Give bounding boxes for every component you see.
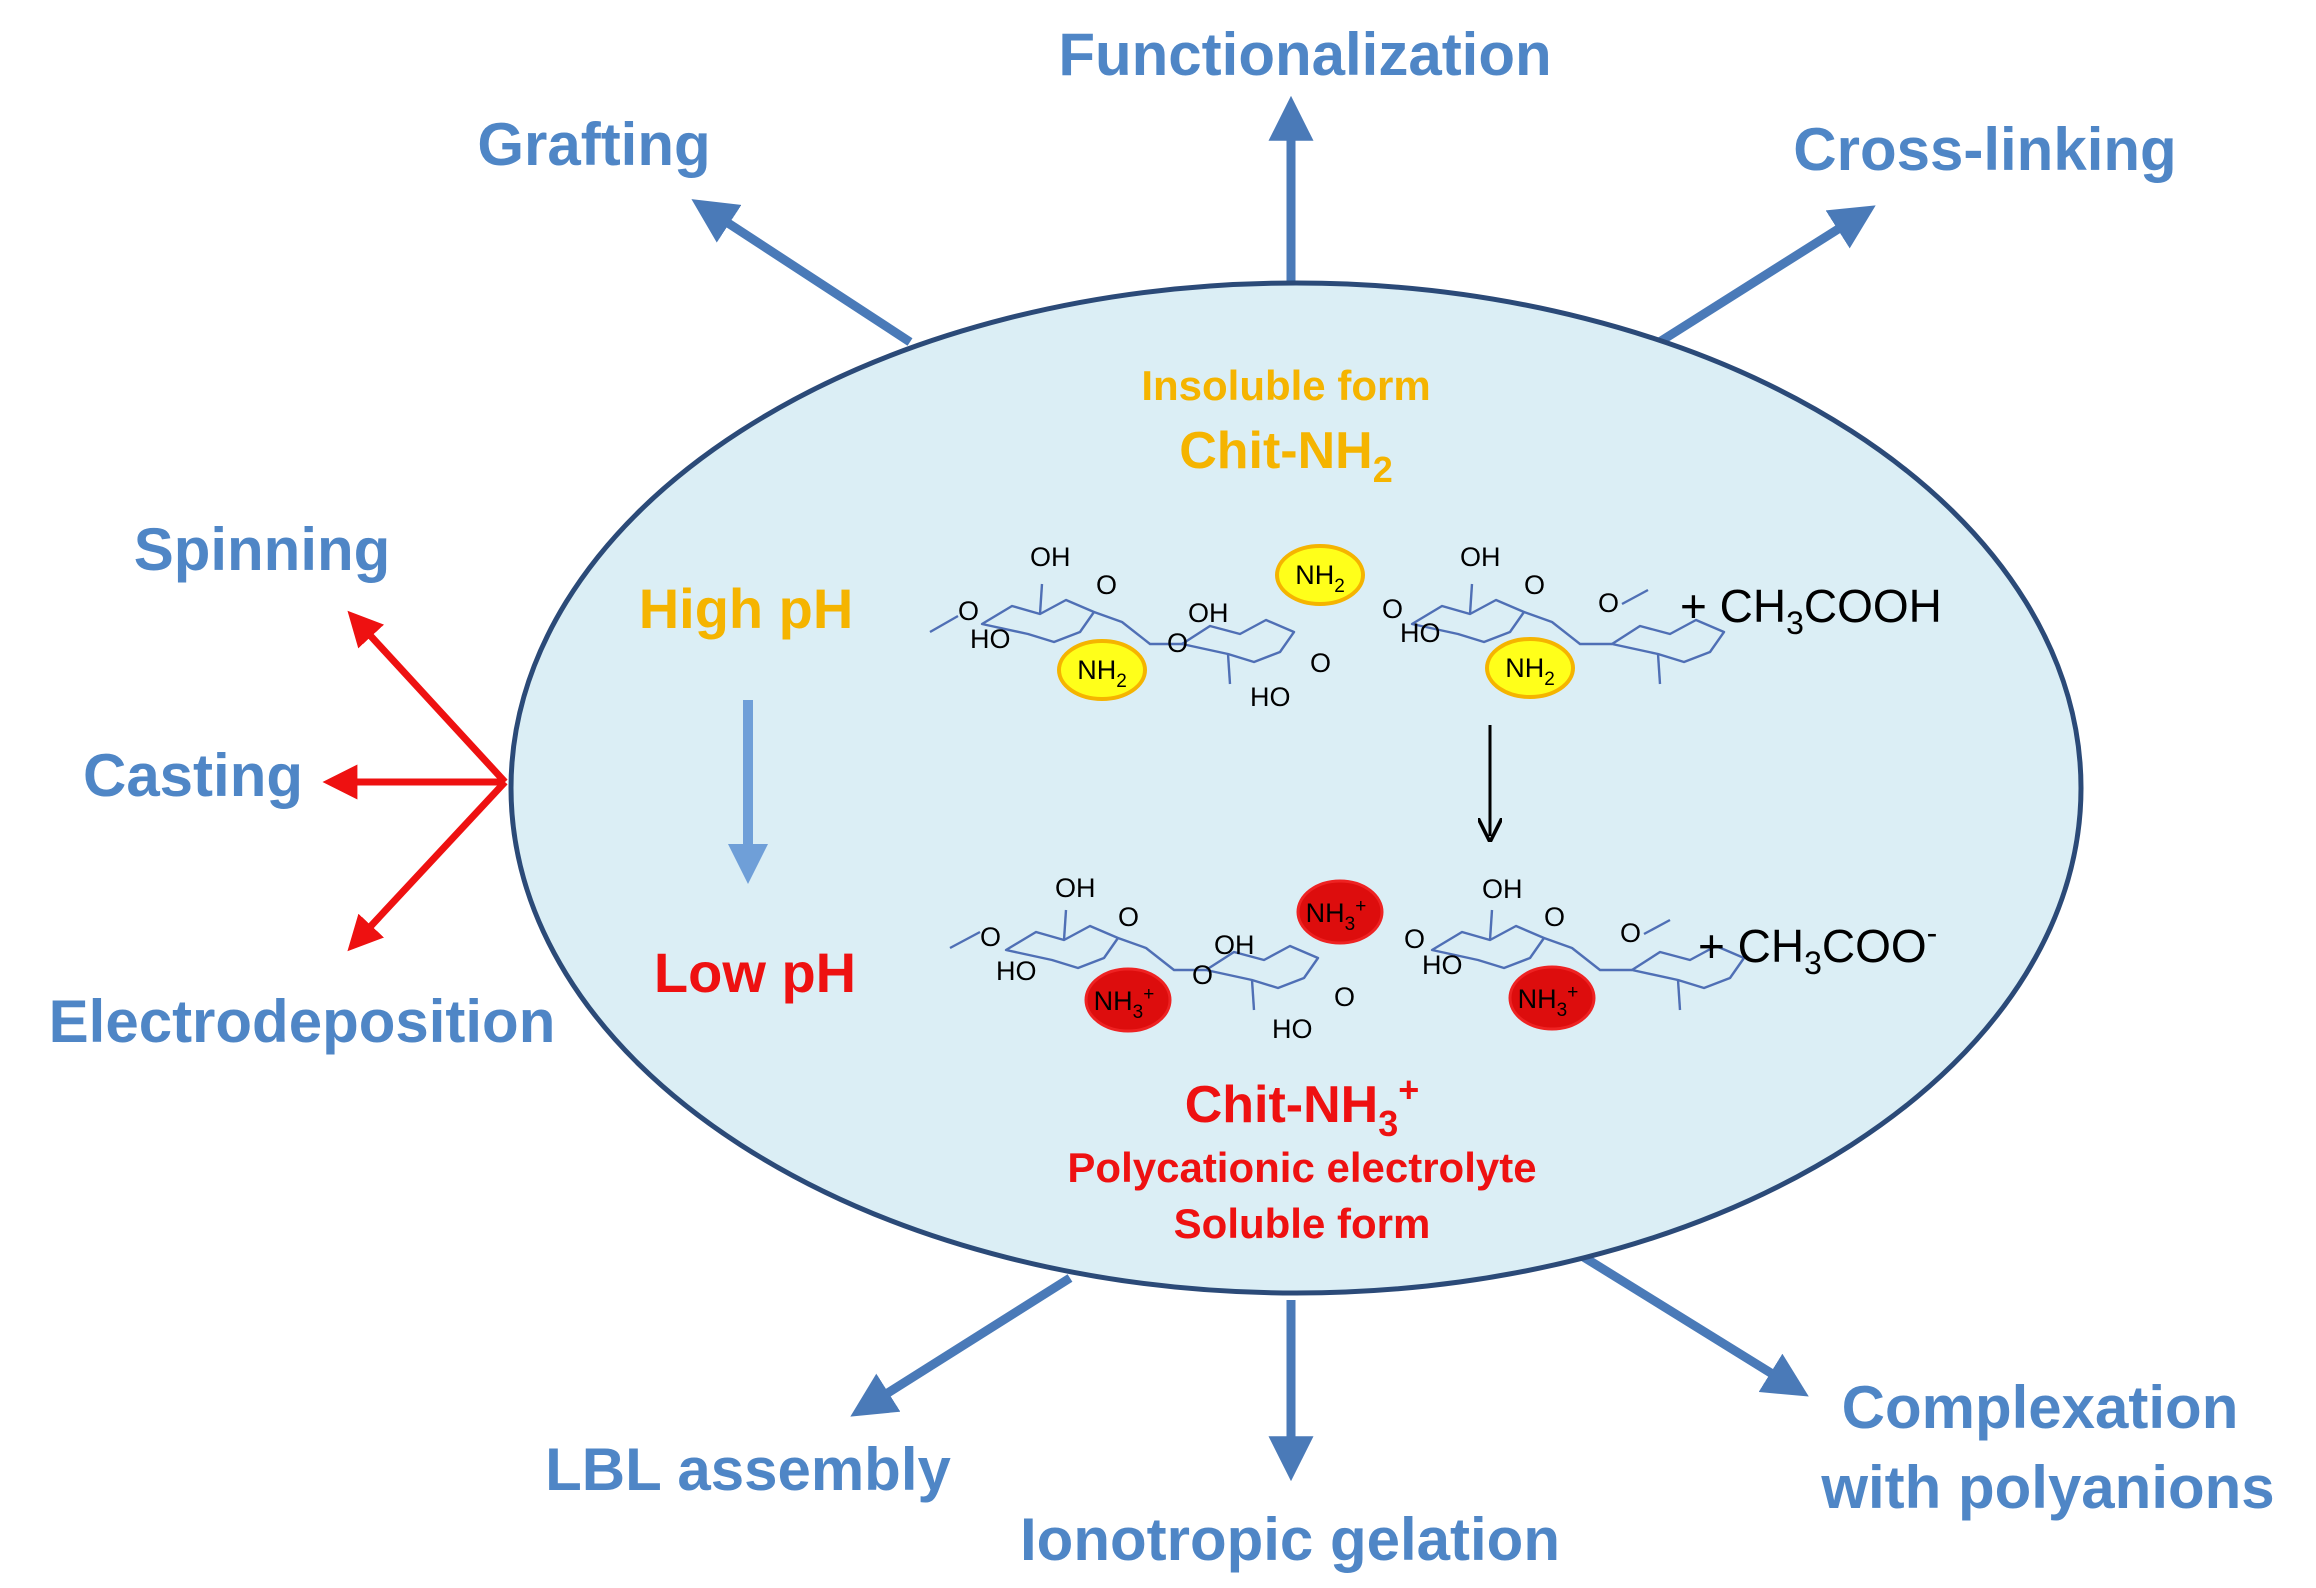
- arrow-spinning: [347, 610, 508, 785]
- svg-text:OH: OH: [1214, 930, 1255, 960]
- svg-text:O: O: [1524, 570, 1545, 600]
- arrow-complexation: [1579, 1252, 1809, 1397]
- chitosan-ellipse: [508, 280, 2084, 1296]
- high-ph-label: High pH: [639, 577, 854, 640]
- svg-text:OH: OH: [1460, 542, 1501, 572]
- svg-text:O: O: [1404, 924, 1425, 954]
- nh3-badge-left: [1084, 967, 1172, 1033]
- svg-text:O: O: [1598, 588, 1619, 618]
- polycationic-electrolyte-label: Polycationic electrolyte: [1067, 1144, 1536, 1191]
- svg-text:O: O: [1096, 570, 1117, 600]
- nh3-badge-middle: [1296, 879, 1384, 945]
- chitosan-molecule-neutral: O OH O HO O OH O HO O OH O HO O NH2 NH2 …: [929, 542, 1726, 712]
- nh2-badge-left: [1057, 639, 1147, 701]
- nh2-badge-right: [1485, 637, 1575, 699]
- svg-text:OH: OH: [1188, 598, 1229, 628]
- label-grafting: Grafting: [477, 111, 710, 178]
- chit-nh3-label: Chit-NH3+: [1185, 1069, 1420, 1144]
- svg-text:O: O: [1334, 982, 1355, 1012]
- svg-text:OH: OH: [1482, 874, 1523, 904]
- svg-text:NH3+: NH3+: [1094, 984, 1155, 1023]
- svg-text:HO: HO: [1250, 682, 1291, 712]
- svg-text:NH2: NH2: [1505, 653, 1555, 690]
- svg-text:O: O: [1382, 594, 1403, 624]
- svg-text:HO: HO: [970, 624, 1011, 654]
- arrow-lbl-assembly: [850, 1274, 1073, 1417]
- chit-nh2-label: Chit-NH2: [1179, 422, 1393, 490]
- label-complexation-line1: Complexation: [1842, 1374, 2239, 1441]
- svg-text:NH2: NH2: [1077, 655, 1127, 692]
- label-ionotropic-gelation: Ionotropic gelation: [1020, 1506, 1560, 1573]
- reagent-acetic-acid: + CH3COOH: [1680, 580, 1942, 641]
- label-functionalization: Functionalization: [1058, 21, 1551, 88]
- svg-text:OH: OH: [1055, 873, 1096, 903]
- svg-text:O: O: [958, 596, 979, 626]
- svg-text:O: O: [1118, 902, 1139, 932]
- label-spinning: Spinning: [134, 516, 391, 583]
- arrow-grafting: [691, 199, 913, 346]
- arrow-electrodeposition: [347, 779, 508, 952]
- svg-text:O: O: [1620, 918, 1641, 948]
- label-lbl-assembly: LBL assembly: [545, 1436, 951, 1503]
- arrow-cross-linking: [1647, 205, 1876, 352]
- label-casting: Casting: [83, 742, 303, 809]
- svg-text:O: O: [1544, 902, 1565, 932]
- svg-text:HO: HO: [1272, 1014, 1313, 1044]
- svg-text:O: O: [980, 922, 1001, 952]
- reagent-acetate: + CH3COO-: [1698, 915, 1937, 981]
- svg-text:NH2: NH2: [1295, 560, 1345, 597]
- svg-text:NH3+: NH3+: [1306, 896, 1367, 935]
- svg-text:O: O: [1310, 648, 1331, 678]
- svg-text:O: O: [1167, 628, 1188, 658]
- chitosan-molecule-protonated: O OH O HO O OH O HO O OH O HO O NH3+ NH3…: [949, 873, 1746, 1044]
- label-cross-linking: Cross-linking: [1793, 116, 2176, 183]
- svg-text:HO: HO: [1400, 618, 1441, 648]
- svg-text:HO: HO: [1422, 950, 1463, 980]
- svg-text:OH: OH: [1030, 542, 1071, 572]
- nh2-badge-middle: [1275, 544, 1365, 606]
- svg-text:HO: HO: [996, 956, 1037, 986]
- svg-text:NH3+: NH3+: [1518, 982, 1579, 1021]
- label-electrodeposition: Electrodeposition: [49, 988, 556, 1055]
- nh3-badge-right: [1508, 965, 1596, 1031]
- label-complexation-line2: with polyanions: [1820, 1454, 2274, 1521]
- low-ph-label: Low pH: [654, 941, 856, 1004]
- svg-text:O: O: [1192, 960, 1213, 990]
- insoluble-form-label: Insoluble form: [1141, 362, 1430, 409]
- soluble-form-label: Soluble form: [1174, 1200, 1431, 1247]
